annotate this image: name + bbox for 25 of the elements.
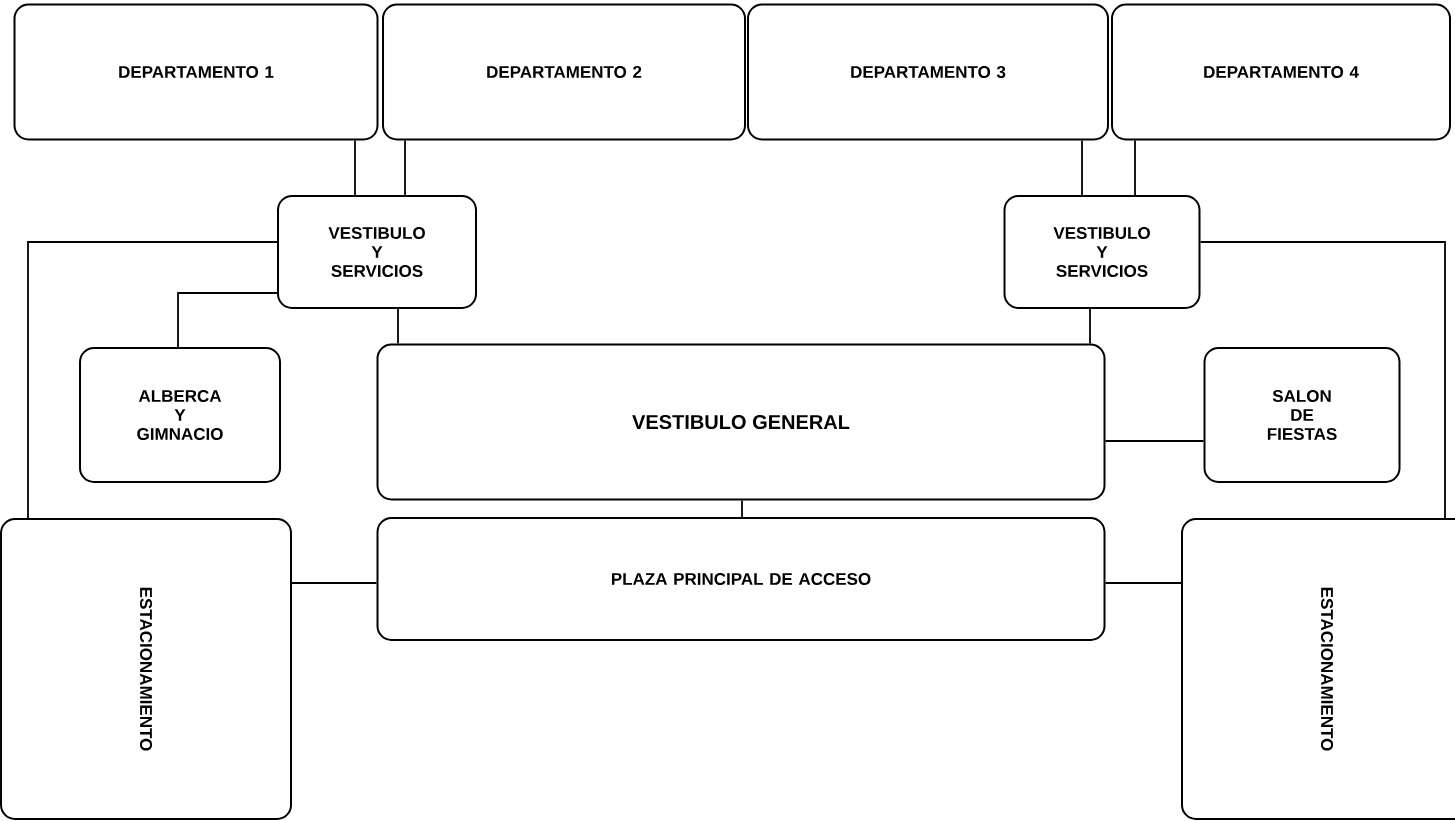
lobby-box: VESTIBULO Y SERVICIOS	[1003, 195, 1201, 309]
connector-line	[27, 241, 278, 519]
parking-box: ESTACIONAMIENTO	[0, 518, 292, 820]
connector-line	[1134, 139, 1136, 196]
lobby-box: VESTIBULO Y SERVICIOS	[277, 195, 477, 309]
connector-line	[397, 308, 399, 345]
department-box: DEPARTAMENTO 4	[1111, 3, 1451, 141]
connector-line	[291, 582, 378, 584]
connector-line	[177, 292, 278, 348]
connector-line	[741, 499, 743, 518]
hall-box: VESTIBULO GENERAL	[376, 343, 1106, 501]
connector-line	[354, 139, 356, 196]
department-box: DEPARTAMENTO 1	[13, 3, 379, 141]
connector-line	[404, 139, 406, 196]
connector-line	[1104, 440, 1205, 442]
connector-line	[1104, 582, 1182, 584]
parking-box: ESTACIONAMIENTO	[1181, 518, 1455, 820]
plaza-box: PLAZA PRINCIPAL DE ACCESO	[376, 517, 1106, 641]
connector-line	[1081, 139, 1083, 196]
room-box: SALON DE FIESTAS	[1203, 347, 1401, 483]
connector-line	[1199, 241, 1446, 519]
connector-line	[1089, 308, 1091, 345]
department-box: DEPARTAMENTO 3	[747, 3, 1109, 141]
department-box: DEPARTAMENTO 2	[382, 3, 746, 141]
room-box: ALBERCA Y GIMNACIO	[79, 347, 281, 483]
